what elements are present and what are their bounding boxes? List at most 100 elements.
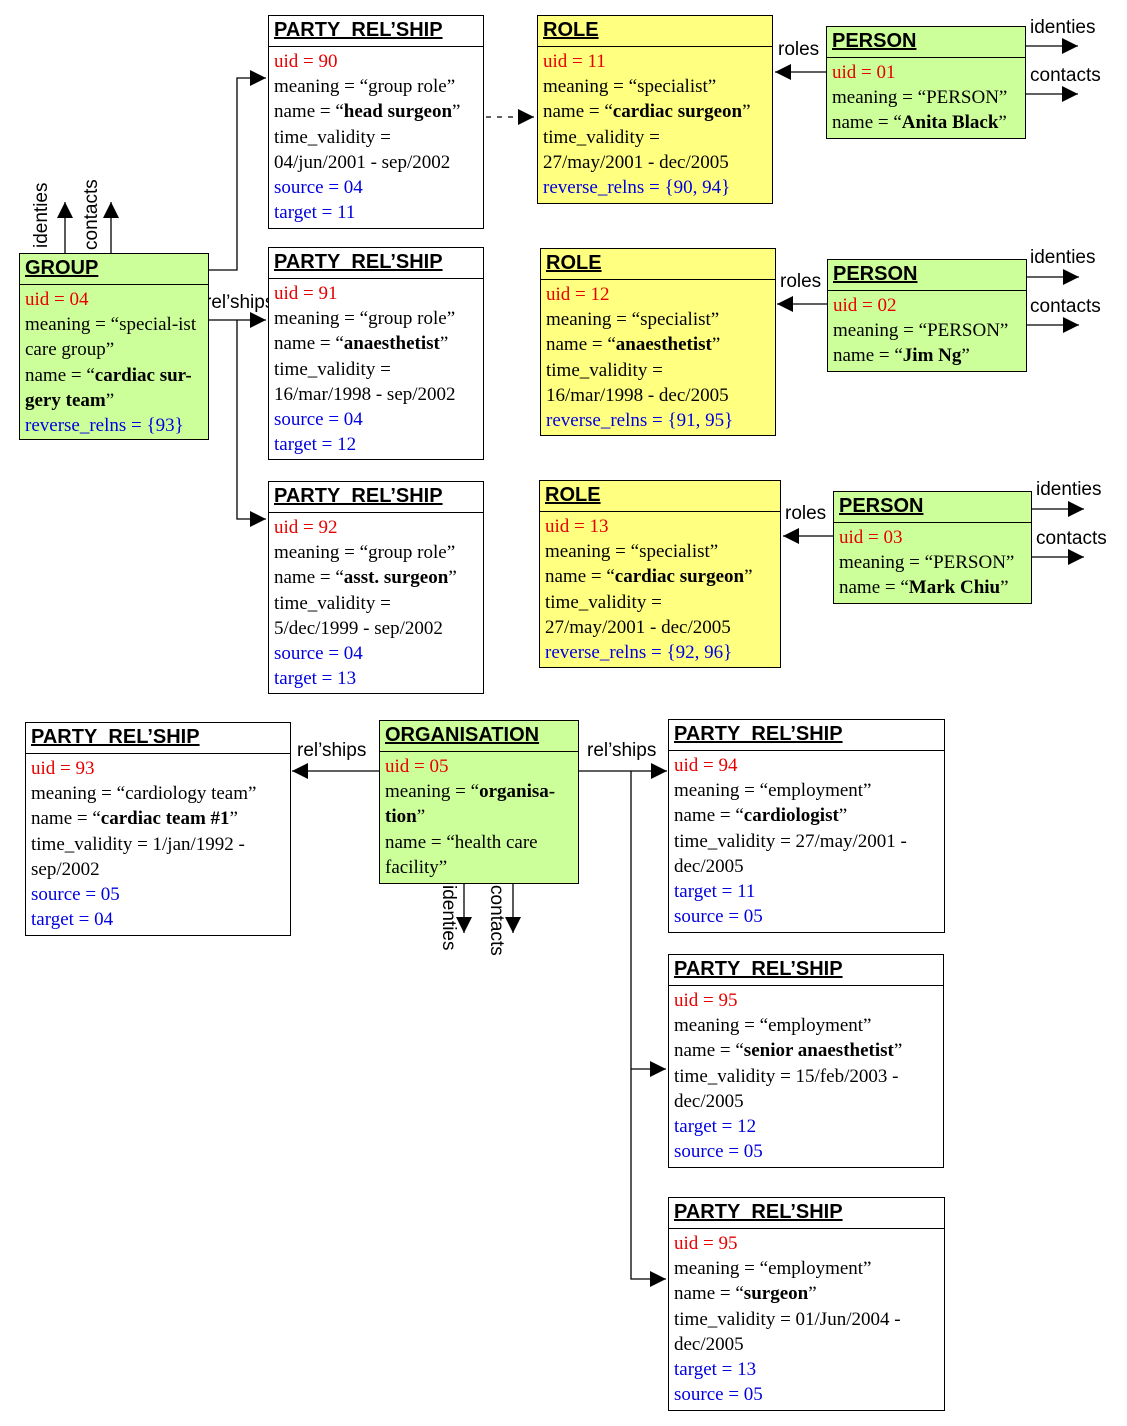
group-header: GROUP — [20, 254, 208, 285]
person-02-meaning: meaning = “PERSON” — [833, 320, 1009, 342]
party-rel-90-target: target = 11 — [274, 202, 356, 224]
organisation-name: name = “health care facility” — [385, 831, 538, 878]
party-rel-93-header: PARTY_REL’SHIP — [26, 723, 290, 754]
person-03-box: PERSON uid = 03 meaning = “PERSON” name … — [833, 491, 1032, 604]
party-rel-90-meaning: meaning = “group role” — [274, 76, 456, 98]
party-rel-91-header: PARTY_REL’SHIP — [269, 248, 483, 279]
party-rel-95b-target: target = 13 — [674, 1359, 757, 1381]
party-rel-90-time-validity: 04/jun/2001 - sep/2002 — [274, 151, 451, 173]
party-rel-93-uid: uid = 93 — [31, 758, 95, 779]
party-rel-91-source: source = 04 — [274, 409, 363, 431]
party-rel-92-meaning: meaning = “group role” — [274, 542, 456, 564]
party-rel-92-time-validity-label: time_validity = — [274, 592, 391, 614]
role-11-box: ROLE uid = 11 meaning = “specialist” nam… — [537, 15, 773, 204]
party-rel-95a-box: PARTY_REL’SHIP uid = 95 meaning = “emplo… — [668, 954, 944, 1168]
group-identities-label: identies — [31, 182, 52, 249]
party-rel-91-box: PARTY_REL’SHIP uid = 91 meaning = “group… — [268, 247, 484, 460]
party-rel-95a-name: name = “senior anaesthetist” — [674, 1040, 903, 1062]
party-rel-92-uid: uid = 92 — [274, 517, 338, 538]
person-02-uid: uid = 02 — [833, 295, 897, 316]
role-12-meaning: meaning = “specialist” — [546, 309, 720, 331]
party-rel-94-target: target = 11 — [674, 881, 756, 903]
role-13-meaning: meaning = “specialist” — [545, 541, 719, 563]
group-to-rel90-arrow — [209, 70, 266, 271]
group-name: name = “cardiac sur-gery team” — [25, 364, 192, 411]
role-11-time-validity-label: time_validity = — [543, 126, 660, 148]
party-rel-94-meaning: meaning = “employment” — [674, 780, 872, 802]
person01-roles-label: roles — [778, 39, 820, 60]
party-rel-95b-time-validity: time_validity = 01/Jun/2004 - dec/2005 — [674, 1308, 901, 1355]
party-rel-93-name: name = “cardiac team #1” — [31, 808, 238, 830]
party-rel-91-time-validity: 16/mar/1998 - sep/2002 — [274, 383, 456, 405]
role-12-name: name = “anaesthetist” — [546, 334, 721, 356]
party-rel-91-time-validity-label: time_validity = — [274, 358, 391, 380]
party-rel-93-target: target = 04 — [31, 909, 114, 931]
role-12-uid: uid = 12 — [546, 284, 610, 305]
role-13-name: name = “cardiac surgeon” — [545, 566, 753, 588]
party-rel-90-box: PARTY_REL’SHIP uid = 90 meaning = “group… — [268, 15, 484, 229]
party-rel-95b-meaning: meaning = “employment” — [674, 1258, 872, 1280]
party-rel-92-box: PARTY_REL’SHIP uid = 92 meaning = “group… — [268, 481, 484, 694]
role-12-box: ROLE uid = 12 meaning = “specialist” nam… — [540, 248, 776, 436]
org-to-rel95a-arrow — [630, 771, 666, 1077]
role-11-time-validity: 27/may/2001 - dec/2005 — [543, 151, 729, 173]
role-11-meaning: meaning = “specialist” — [543, 76, 717, 98]
party-rel-93-box: PARTY_REL’SHIP uid = 93 meaning = “cardi… — [25, 722, 291, 936]
role-11-uid: uid = 11 — [543, 51, 606, 72]
role-13-header: ROLE — [540, 481, 780, 512]
group-box: GROUP uid = 04 meaning = “special-ist ca… — [19, 253, 209, 440]
role-12-time-validity: 16/mar/1998 - dec/2005 — [546, 384, 729, 406]
party-rel-95b-source: source = 05 — [674, 1384, 763, 1406]
group-uid: uid = 04 — [25, 289, 89, 310]
party-rel-92-name: name = “asst. surgeon” — [274, 567, 457, 589]
person-03-meaning: meaning = “PERSON” — [839, 552, 1015, 574]
party-rel-91-uid: uid = 91 — [274, 283, 338, 304]
party-rel-92-target: target = 13 — [274, 668, 357, 690]
party-rel-95a-time-validity: time_validity = 15/feb/2003 - dec/2005 — [674, 1065, 899, 1112]
party-rel-92-source: source = 04 — [274, 643, 363, 665]
party-rel-91-meaning: meaning = “group role” — [274, 308, 456, 330]
org-to-rel95b-arrow — [630, 1069, 666, 1287]
role-11-header: ROLE — [538, 16, 772, 47]
org-identities-label: identies — [438, 885, 459, 951]
role-13-time-validity-label: time_validity = — [545, 591, 662, 613]
role-12-reverse-relns: reverse_relns = {91, 95} — [546, 410, 734, 432]
organisation-uid: uid = 05 — [385, 756, 449, 777]
org-relships-left-label: rel’ships — [297, 740, 367, 761]
party-rel-91-name: name = “anaesthetist” — [274, 333, 449, 355]
person02-identities-label: identies — [1030, 247, 1096, 268]
party-rel-90-name: name = “head surgeon” — [274, 101, 461, 123]
group-meaning: meaning = “special-ist care group” — [25, 314, 197, 361]
person02-contacts-label: contacts — [1030, 296, 1101, 317]
party-rel-95a-source: source = 05 — [674, 1141, 763, 1163]
person-03-uid: uid = 03 — [839, 527, 903, 548]
party-rel-95b-box: PARTY_REL’SHIP uid = 95 meaning = “emplo… — [668, 1197, 945, 1411]
role-12-time-validity-label: time_validity = — [546, 359, 663, 381]
person-02-box: PERSON uid = 02 meaning = “PERSON” name … — [827, 259, 1027, 372]
organisation-header: ORGANISATION — [380, 721, 578, 752]
party-rel-90-header: PARTY_REL’SHIP — [269, 16, 483, 47]
party-rel-95a-header: PARTY_REL’SHIP — [669, 955, 943, 986]
party-rel-90-source: source = 04 — [274, 177, 363, 199]
person-03-name: name = “Mark Chiu” — [839, 577, 1009, 599]
party-rel-94-uid: uid = 94 — [674, 755, 738, 776]
person03-contacts-label: contacts — [1036, 528, 1107, 549]
role-13-reverse-relns: reverse_relns = {92, 96} — [545, 642, 733, 664]
organisation-meaning: meaning = “organisa-tion” — [385, 781, 556, 828]
person-02-name: name = “Jim Ng” — [833, 345, 970, 367]
person03-roles-label: roles — [785, 503, 827, 524]
group-relships-label: rel’ships — [205, 292, 275, 313]
party-rel-95b-uid: uid = 95 — [674, 1233, 738, 1254]
party-rel-94-name: name = “cardiologist” — [674, 805, 848, 827]
organisation-box: ORGANISATION uid = 05 meaning = “organis… — [379, 720, 579, 884]
party-rel-95b-header: PARTY_REL’SHIP — [669, 1198, 944, 1229]
party-rel-92-time-validity: 5/dec/1999 - sep/2002 — [274, 617, 443, 639]
org-contacts-label: contacts — [486, 885, 507, 956]
person-03-header: PERSON — [834, 492, 1031, 523]
group-contacts-label: contacts — [81, 179, 102, 250]
party-rel-94-box: PARTY_REL’SHIP uid = 94 meaning = “emplo… — [668, 719, 945, 933]
person-02-header: PERSON — [828, 260, 1026, 291]
party-rel-94-source: source = 05 — [674, 906, 763, 928]
